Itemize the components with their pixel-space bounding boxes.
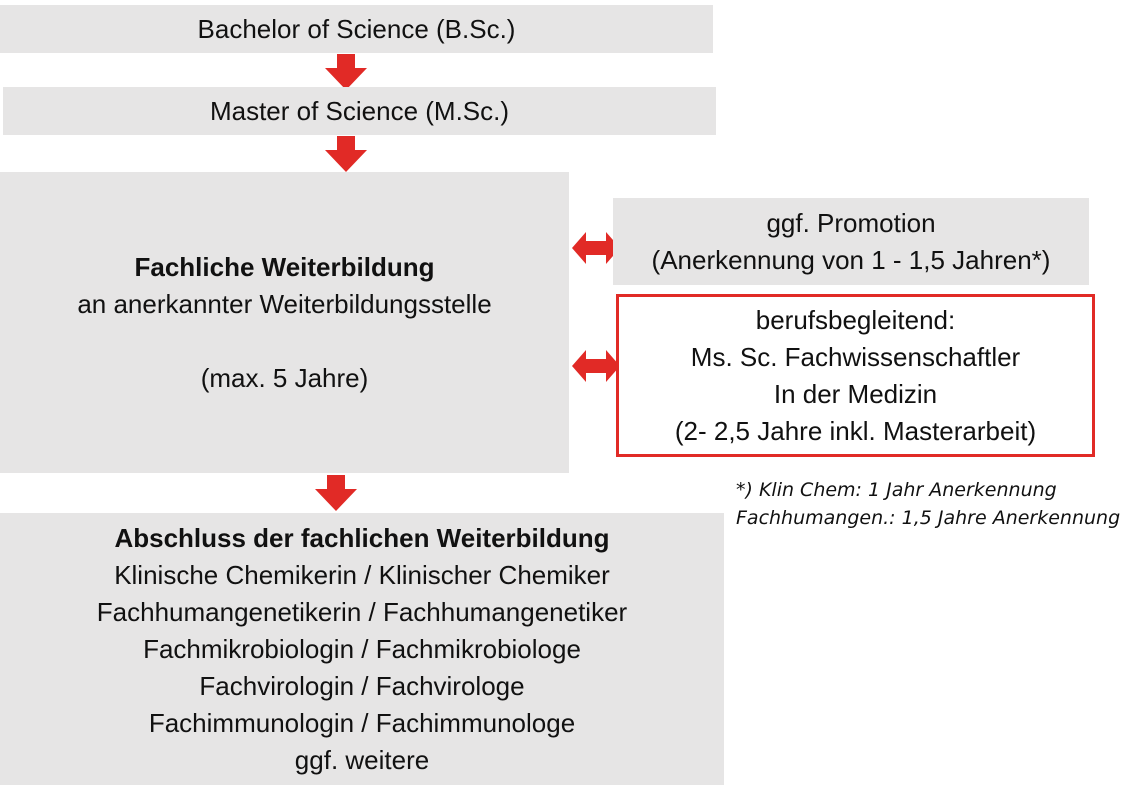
berufsbegleitend-line1: berufsbegleitend:: [755, 304, 956, 335]
bachelor-label: Bachelor of Science (B.Sc.): [197, 13, 516, 44]
footnote: *) Klin Chem: 1 Jahr Anerkennung Fachhum…: [736, 476, 1120, 532]
berufsbegleitend-line3: In der Medizin: [773, 378, 938, 409]
double-arrow-promotion: [572, 232, 620, 264]
footnote-line1: *) Klin Chem: 1 Jahr Anerkennung: [736, 479, 1057, 501]
berufsbegleitend-line4: (2- 2,5 Jahre inkl. Masterarbeit): [674, 415, 1037, 446]
abschluss-item: Fachimmunologin / Fachimmunologe: [148, 707, 576, 738]
footnote-line2: Fachhumangen.: 1,5 Jahre Anerkennung: [736, 507, 1121, 529]
bachelor-box: Bachelor of Science (B.Sc.): [0, 5, 713, 53]
abschluss-item: Klinische Chemikerin / Klinischer Chemik…: [114, 559, 610, 590]
arrow-down-2: [325, 136, 367, 172]
abschluss-item: Fachmikrobiologin / Fachmikrobiologe: [143, 633, 581, 664]
master-box: Master of Science (M.Sc.): [3, 87, 716, 135]
double-arrow-berufsbegleitend: [572, 350, 620, 382]
weiterbildung-line2: (max. 5 Jahre): [200, 362, 369, 393]
promotion-line1: ggf. Promotion: [766, 207, 936, 238]
promotion-line2: (Anerkennung von 1 - 1,5 Jahren*): [651, 244, 1051, 275]
master-label: Master of Science (M.Sc.): [209, 95, 510, 126]
abschluss-item: Fachvirologin / Fachvirologe: [199, 670, 525, 701]
arrow-down-1: [325, 54, 367, 90]
abschluss-box: Abschluss der fachlichen Weiterbildung K…: [0, 513, 724, 785]
abschluss-item: ggf. weitere: [294, 744, 430, 775]
weiterbildung-title: Fachliche Weiterbildung: [134, 251, 435, 282]
weiterbildung-box: Fachliche Weiterbildung an anerkannter W…: [0, 172, 569, 473]
berufsbegleitend-line2: Ms. Sc. Fachwissenschaftler: [690, 341, 1021, 372]
weiterbildung-line1: an anerkannter Weiterbildungsstelle: [77, 288, 492, 319]
abschluss-title: Abschluss der fachlichen Weiterbildung: [114, 522, 610, 553]
promotion-box: ggf. Promotion (Anerkennung von 1 - 1,5 …: [613, 198, 1089, 285]
berufsbegleitend-box: berufsbegleitend: Ms. Sc. Fachwissenscha…: [616, 294, 1095, 457]
arrow-down-3: [315, 475, 357, 511]
abschluss-item: Fachhumangenetikerin / Fachhumangenetike…: [96, 596, 628, 627]
